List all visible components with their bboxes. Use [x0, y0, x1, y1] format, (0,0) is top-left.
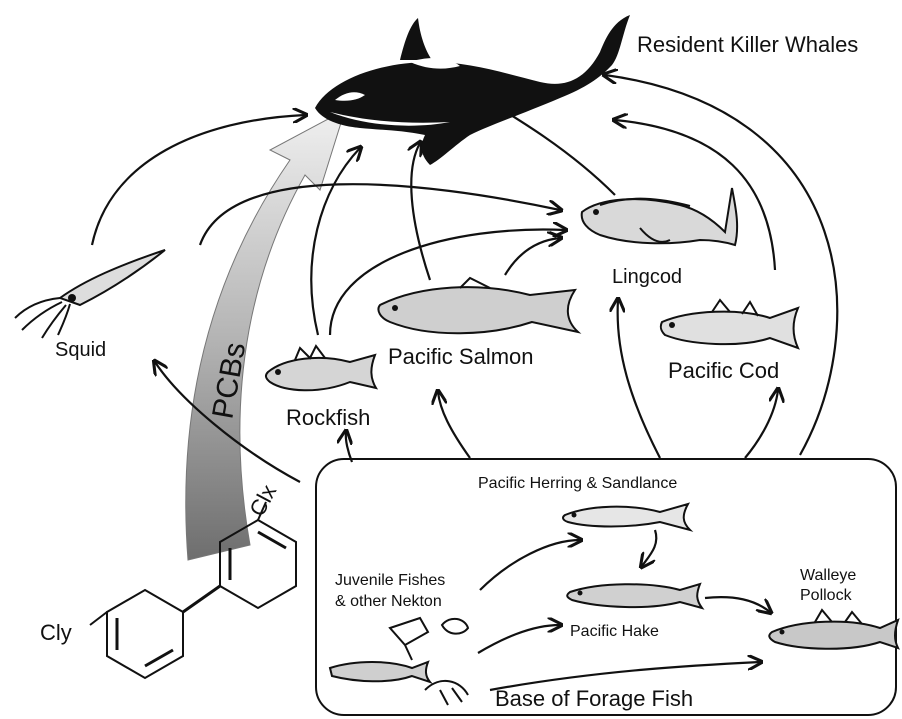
- pacific-hake-label: Pacific Hake: [570, 623, 659, 640]
- arrow-forage-to-cod: [745, 390, 778, 458]
- pacific-hake-icon: [567, 584, 702, 608]
- arrow-forage-to-lingcod: [618, 300, 660, 458]
- herring-sandlance-label: Pacific Herring & Sandlance: [478, 475, 677, 492]
- walleye-pollock-icon: [769, 610, 898, 649]
- juvenile-label-line1: Juvenile Fishes: [335, 572, 445, 589]
- pacific-cod-label: Pacific Cod: [668, 358, 779, 383]
- lingcod-label: Lingcod: [612, 266, 682, 288]
- arrow-juvenile-to-hake: [478, 625, 560, 653]
- arrow-forage-to-rockfish: [346, 432, 352, 462]
- rockfish-label: Rockfish: [286, 405, 370, 430]
- arrow-juvenile-to-herring: [480, 540, 580, 590]
- squid-icon: [15, 250, 165, 338]
- cly-label: Cly: [40, 620, 72, 645]
- walleye-label-line2: Pollock: [800, 587, 853, 604]
- squid-label: Squid: [55, 339, 106, 361]
- arrow-forage-to-whale: [605, 75, 837, 455]
- herring-icon: [563, 504, 690, 530]
- juvenile-label-line2: & other Nekton: [335, 593, 442, 610]
- arrow-hake-to-pollock: [705, 597, 770, 612]
- arrow-salmon-to-lingcod: [505, 238, 560, 275]
- clx-label: Clx: [244, 481, 281, 521]
- pacific-salmon-label: Pacific Salmon: [388, 344, 534, 369]
- juvenile-nekton-icon: [330, 618, 468, 705]
- arrow-herring-to-hake: [642, 530, 656, 566]
- arrow-cod-to-whale: [615, 120, 775, 270]
- killer-whales-label: Resident Killer Whales: [637, 32, 858, 57]
- killer-whale-icon: [315, 15, 630, 165]
- arrow-salmon-to-whale: [411, 143, 430, 280]
- pacific-salmon-icon: [378, 278, 578, 333]
- walleye-label-line1: Walleye: [800, 567, 856, 584]
- base-forage-label: Base of Forage Fish: [495, 686, 693, 711]
- pacific-cod-icon: [661, 300, 798, 348]
- arrow-forage-to-salmon: [438, 392, 470, 458]
- rockfish-icon: [266, 346, 376, 390]
- lingcod-icon: [582, 188, 737, 245]
